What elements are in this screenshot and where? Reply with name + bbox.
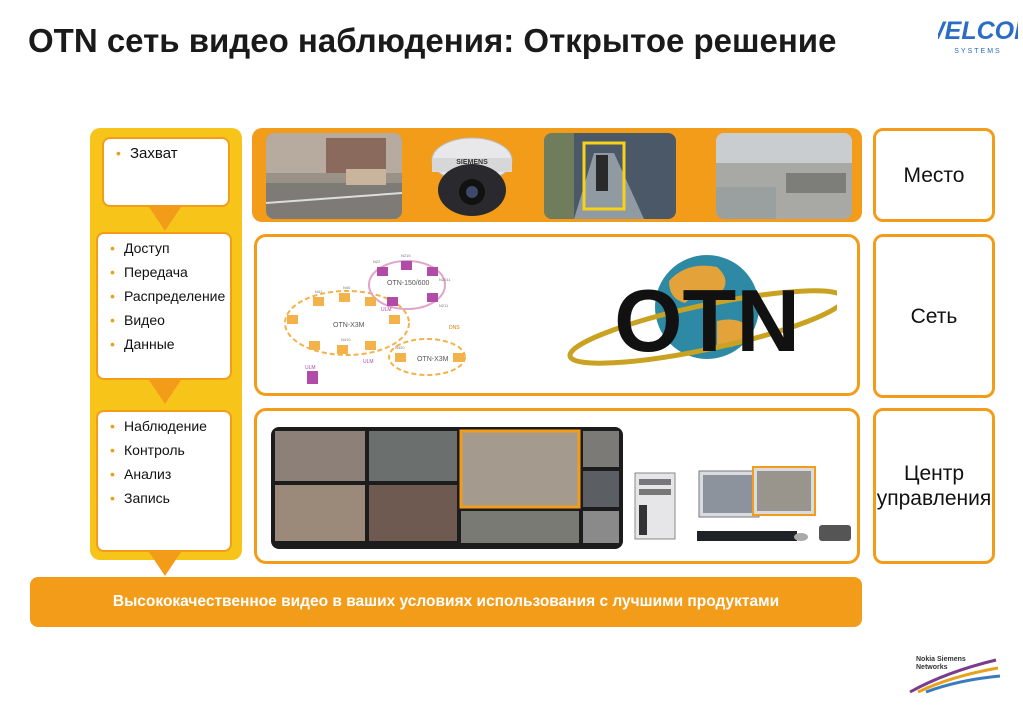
- otn-globe-logo: OTN: [567, 255, 837, 370]
- svg-text:OTN-X3M: OTN-X3M: [417, 356, 449, 363]
- network-topology-diagram: OTN-X3M OTN-150/600 OTN-X3M DNS ULM ULM …: [284, 253, 466, 384]
- svg-text:OTN: OTN: [614, 271, 800, 370]
- network-row: OTN-X3M OTN-150/600 OTN-X3M DNS ULM ULM …: [254, 234, 860, 396]
- dome-camera-image: SIEMENS: [431, 137, 513, 216]
- network-item: Данные: [106, 336, 226, 353]
- corridor-photo: [544, 133, 676, 219]
- street-photo-1: [266, 133, 402, 219]
- control-item: Наблюдение: [106, 418, 226, 435]
- label-control-center: Центр управления: [873, 408, 995, 564]
- page-title: OTN сеть видео наблюдения: Открытое реше…: [28, 22, 837, 59]
- control-item: Анализ: [106, 466, 226, 483]
- svg-text:OTN-X3M: OTN-X3M: [333, 322, 365, 329]
- network-item: Доступ: [106, 240, 226, 257]
- control-list: НаблюдениеКонтрольАнализЗапись: [98, 412, 230, 507]
- capture-list: Захват: [104, 139, 228, 162]
- svg-text:N211: N211: [439, 303, 449, 308]
- summary-banner: Высококачественное видео в ваших условия…: [30, 577, 862, 627]
- network-item: Распределение: [106, 288, 226, 305]
- capture-row: SIEMENS: [252, 128, 862, 222]
- network-box: ДоступПередачаРаспределениеВидеоДанные: [96, 232, 232, 380]
- parking-photo: [716, 133, 852, 219]
- svg-text:N420: N420: [395, 345, 405, 350]
- funnel-arrow-1: [149, 207, 181, 231]
- svg-text:DNS: DNS: [449, 325, 460, 331]
- workstation-image: [697, 466, 851, 541]
- svg-text:SYSTEMS: SYSTEMS: [954, 48, 1001, 55]
- server-tower-image: [634, 472, 676, 540]
- capture-item: Захват: [112, 145, 224, 162]
- control-item: Запись: [106, 490, 226, 507]
- funnel-arrow-2: [149, 380, 181, 404]
- nokia-siemens-logo: Nokia Siemens Networks: [909, 656, 1001, 694]
- network-item: Видео: [106, 312, 226, 329]
- network-list: ДоступПередачаРаспределениеВидеоДанные: [98, 234, 230, 353]
- svg-text:N41: N41: [315, 289, 323, 294]
- svg-text:N2011: N2011: [439, 277, 451, 282]
- network-item: Передача: [106, 264, 226, 281]
- control-row: [254, 408, 860, 564]
- svg-text:Networks: Networks: [916, 664, 948, 671]
- svg-text:ULM: ULM: [363, 359, 374, 365]
- svg-text:SIEMENS: SIEMENS: [456, 159, 488, 166]
- svg-text:N215: N215: [401, 253, 411, 258]
- label-place: Место: [873, 128, 995, 222]
- welcom-logo: WELCOM SYSTEMS: [938, 14, 1018, 55]
- video-wall-screen: [271, 427, 623, 549]
- svg-text:N410: N410: [341, 337, 351, 342]
- svg-text:ULM: ULM: [305, 365, 316, 371]
- label-network: Сеть: [873, 234, 995, 398]
- svg-text:WELCOM: WELCOM: [938, 17, 1018, 45]
- svg-text:N40: N40: [343, 285, 351, 290]
- svg-text:ULM: ULM: [381, 307, 392, 313]
- control-item: Контроль: [106, 442, 226, 459]
- funnel-arrow-3: [149, 552, 181, 576]
- svg-text:Nokia Siemens: Nokia Siemens: [916, 656, 966, 663]
- svg-text:OTN-150/600: OTN-150/600: [387, 280, 430, 287]
- capture-box: Захват: [102, 137, 230, 207]
- svg-text:N22: N22: [373, 259, 381, 264]
- control-box: НаблюдениеКонтрольАнализЗапись: [96, 410, 232, 552]
